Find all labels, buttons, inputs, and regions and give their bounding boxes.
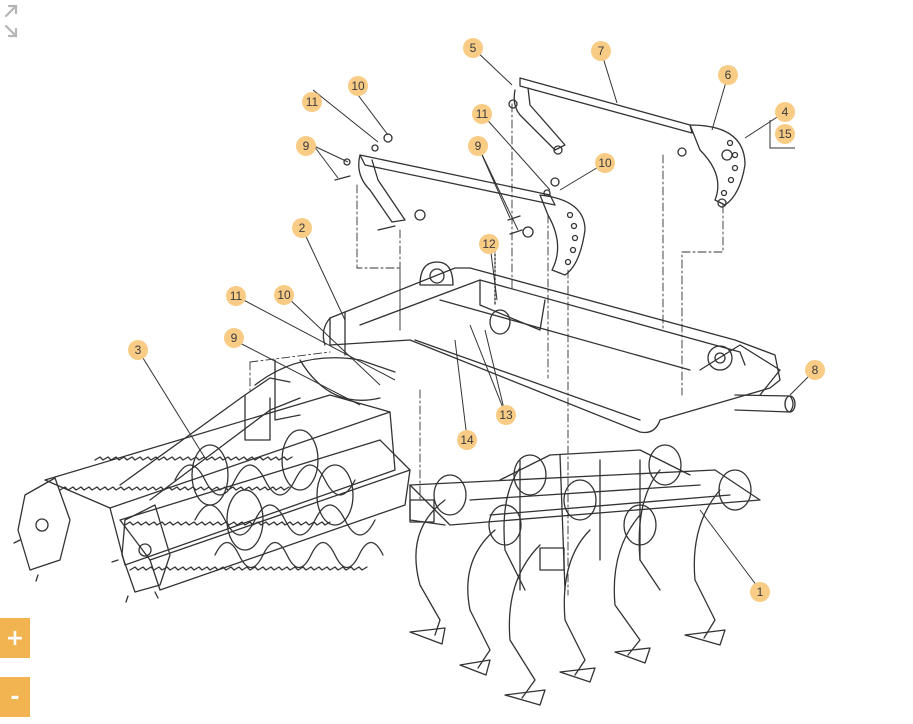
callout-10-roller[interactable]: 10: [274, 285, 294, 305]
assembly-guide-lines: [249, 103, 724, 596]
svg-text:11: 11: [230, 289, 243, 303]
callout-1[interactable]: 1: [750, 582, 770, 602]
callout-9-roller[interactable]: 9: [224, 328, 244, 348]
svg-text:7: 7: [598, 44, 605, 58]
svg-text:6: 6: [725, 68, 732, 82]
expand-arrows-icon[interactable]: [2, 2, 22, 40]
callout-13[interactable]: 13: [496, 405, 516, 425]
callout-2[interactable]: 2: [292, 218, 312, 238]
callout-3[interactable]: 3: [128, 340, 148, 360]
callout-5[interactable]: 5: [463, 38, 483, 58]
svg-text:1: 1: [757, 585, 764, 599]
svg-text:3: 3: [135, 343, 142, 357]
svg-text:14: 14: [460, 433, 474, 447]
zoom-out-button[interactable]: -: [0, 677, 30, 717]
svg-text:10: 10: [598, 156, 612, 170]
svg-text:11: 11: [476, 107, 489, 121]
callout-9-right-arm[interactable]: 9: [468, 136, 488, 156]
svg-text:15: 15: [778, 127, 792, 141]
callout-4[interactable]: 4: [775, 102, 795, 122]
callout-11-roller[interactable]: 11: [226, 286, 246, 306]
callout-10-left-arm[interactable]: 10: [348, 76, 368, 96]
callout-15[interactable]: 15: [775, 124, 795, 144]
svg-text:10: 10: [351, 79, 365, 93]
callout-10-right-arm[interactable]: 10: [595, 153, 615, 173]
svg-text:10: 10: [277, 288, 291, 302]
zoom-in-button[interactable]: +: [0, 618, 30, 658]
main-frame: [322, 249, 796, 434]
callout-9-left-arm[interactable]: 9: [296, 136, 316, 156]
svg-text:5: 5: [470, 41, 477, 55]
callout-7[interactable]: 7: [591, 41, 611, 61]
svg-text:12: 12: [482, 237, 496, 251]
svg-text:2: 2: [299, 221, 306, 235]
roller-assembly: [13, 357, 411, 603]
callout-11-left-arm[interactable]: 11: [302, 92, 322, 112]
callout-14[interactable]: 14: [457, 430, 477, 450]
callout-8[interactable]: 8: [805, 360, 825, 380]
svg-text:8: 8: [812, 363, 819, 377]
link-arms: [334, 77, 746, 276]
svg-text:9: 9: [303, 139, 310, 153]
leader-lines: [137, 47, 816, 591]
callout-6[interactable]: 6: [718, 65, 738, 85]
zoom-in-label: +: [5, 625, 25, 651]
callout-12[interactable]: 12: [479, 234, 499, 254]
svg-text:13: 13: [499, 408, 513, 422]
svg-text:11: 11: [306, 95, 319, 109]
svg-text:9: 9: [475, 139, 482, 153]
tine-frame: [409, 444, 761, 706]
callout-11-right-arm[interactable]: 11: [472, 104, 492, 124]
svg-text:9: 9: [231, 331, 238, 345]
svg-text:4: 4: [782, 105, 789, 119]
zoom-out-label: -: [10, 684, 20, 710]
callout-group: 1 2 3 4 5 6 7 8 9 9 9 10 10 10 11 11 11 …: [128, 38, 825, 602]
